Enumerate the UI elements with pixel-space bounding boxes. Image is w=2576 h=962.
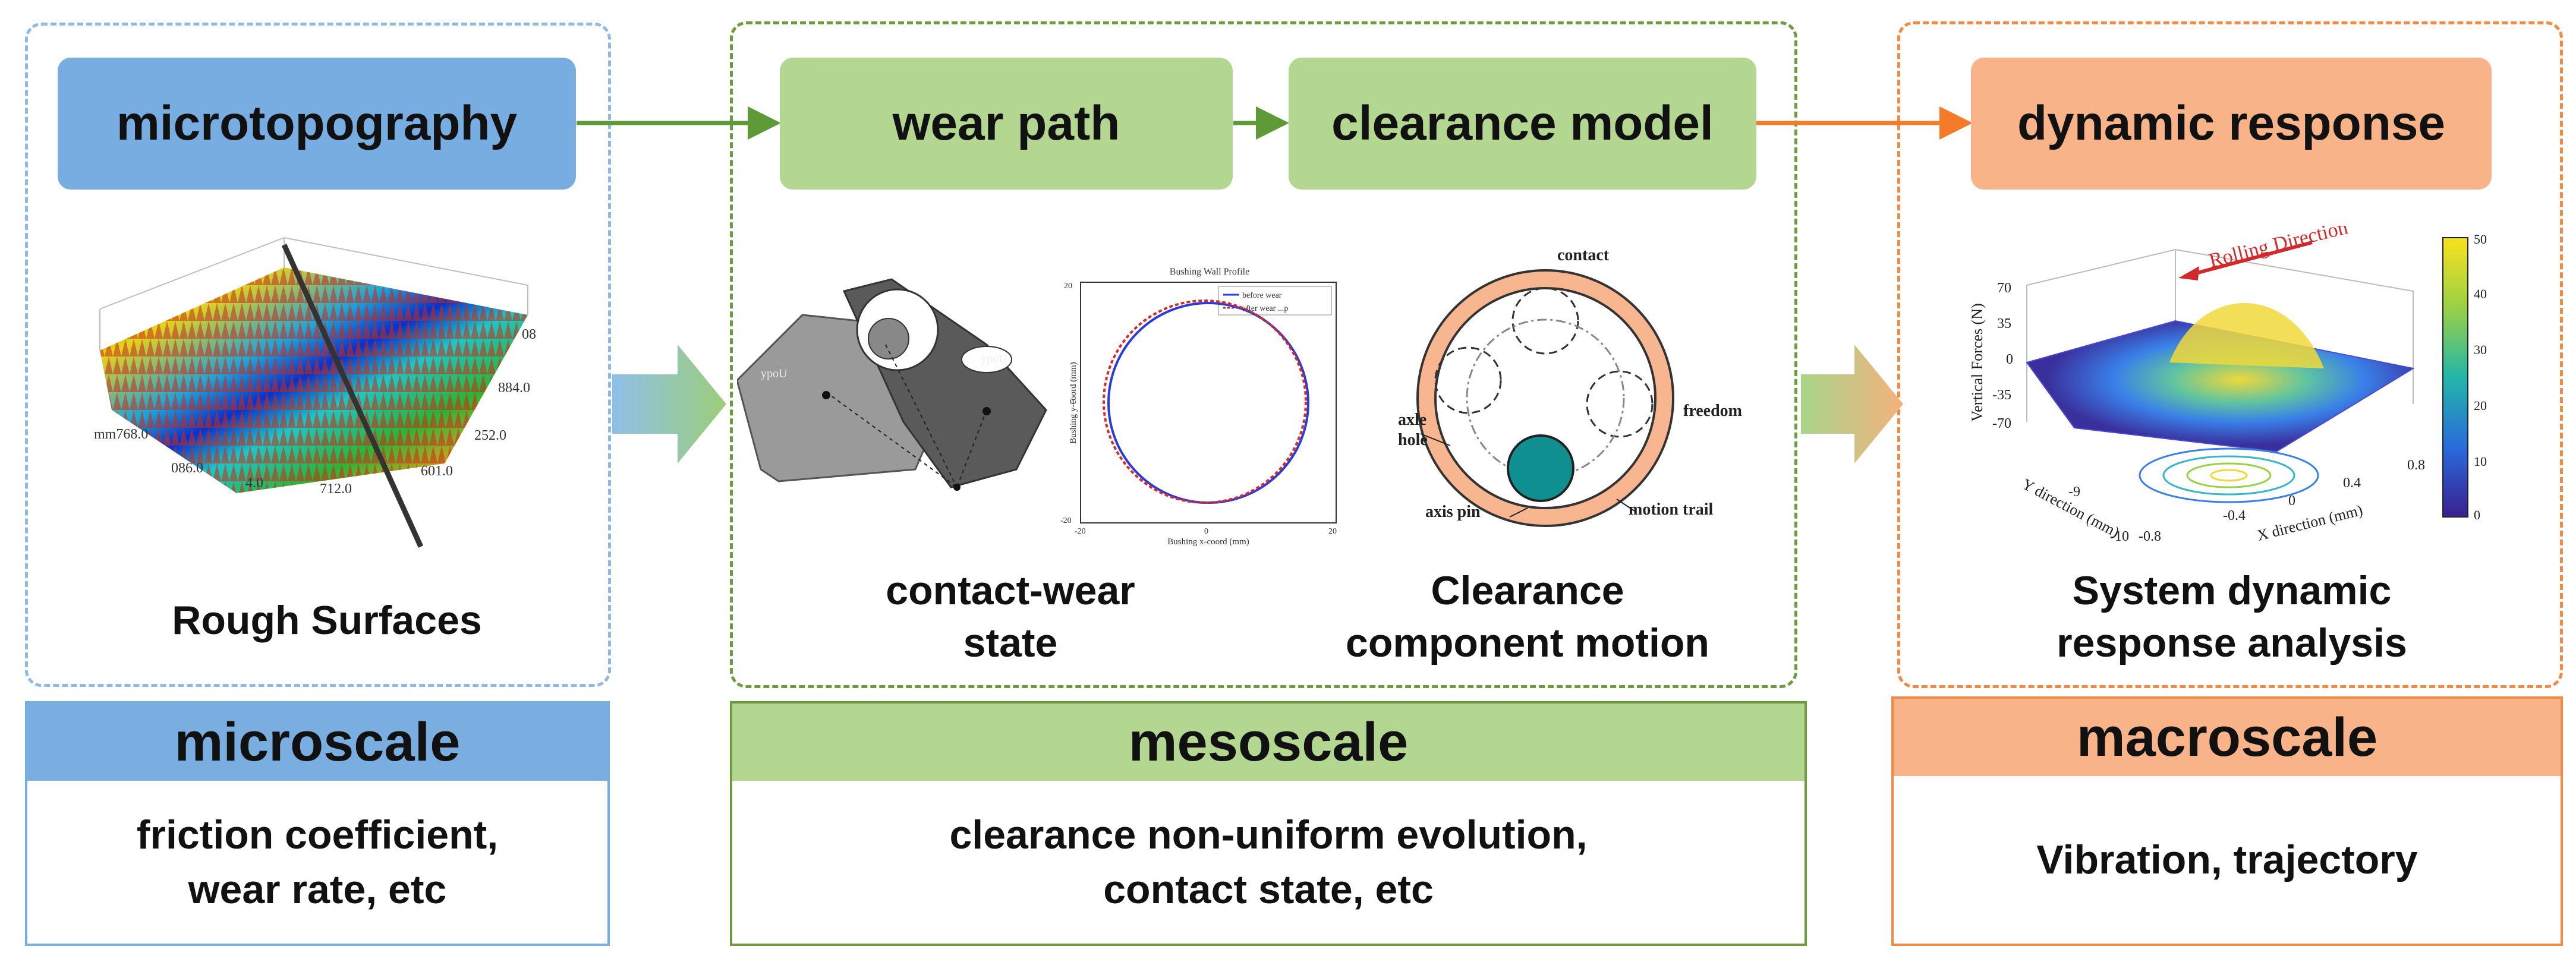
label-axle-hole: axle hole <box>1398 411 1428 449</box>
pin-ghost <box>1511 287 1579 355</box>
surface-label: 884.0 <box>498 380 530 396</box>
surface-label: mm768.0 <box>94 427 148 442</box>
axis-pin <box>1507 434 1574 502</box>
macroscale-region <box>1897 21 2563 688</box>
block-arrow-meso-to-macro <box>1801 345 1903 463</box>
colorbar-tick: 50 <box>2474 232 2487 247</box>
x-tick: -0.4 <box>2223 508 2246 523</box>
surface-label: 086.0 <box>171 461 203 476</box>
clearance-model-box: clearance model <box>1289 58 1756 190</box>
colorbar-tick: 0 <box>2474 507 2480 522</box>
z-tick: -70 <box>1992 416 2011 431</box>
macroscale-header: macroscale <box>1894 699 2561 776</box>
pin-ghost <box>1434 346 1502 414</box>
colorbar-tick: 10 <box>2474 454 2487 469</box>
macroscale-panel: macroscale Vibration, trajectory <box>1891 696 2563 946</box>
legend-before: before wear <box>1242 291 1282 300</box>
label-freedom: freedom <box>1683 402 1742 420</box>
x-tick: 20 <box>1328 527 1337 536</box>
mesoscale-header: mesoscale <box>732 704 1805 781</box>
microscale-header: microscale <box>27 704 607 781</box>
rolling-direction-label: Rolling Direction <box>2207 226 2350 272</box>
x-tick: 0 <box>1204 527 1208 536</box>
microscale-body: friction coefficient, wear rate, etc <box>27 781 607 944</box>
pin-circle <box>868 318 909 359</box>
rolling-arrow <box>2184 241 2313 278</box>
top-connectors <box>577 106 1973 140</box>
z-tick: 0 <box>2006 352 2013 367</box>
surface-texture <box>100 267 528 493</box>
legend-after: after wear ...p <box>1242 304 1288 313</box>
clearance-diagram: contact freedom axis pin motion trail <box>1416 246 1742 527</box>
y-tick: -20 <box>1060 516 1072 525</box>
contact-wear-caption: contact-wear state <box>886 568 1135 665</box>
block-arrow-micro-to-meso <box>612 345 726 463</box>
surface-label: 08 <box>522 327 536 342</box>
x-tick: -20 <box>1075 527 1086 536</box>
z-tick: -35 <box>1992 387 2011 403</box>
mesoscale-region <box>730 21 1797 688</box>
macroscale-body: Vibration, trajectory <box>1894 776 2561 944</box>
contact-wear-sketch: ypoU ypoU <box>737 278 1047 491</box>
force-surface-plot: Rolling Direction 70 35 0 -35 -70 -9 -10… <box>1969 226 2487 544</box>
x-axis-label: Bushing x-coord (mm) <box>1167 537 1249 547</box>
sketch-label: ypoU <box>761 367 788 380</box>
y-tick: -9 <box>2068 484 2080 500</box>
label-motion-trail: motion trail <box>1629 500 1714 519</box>
contour-rings <box>2139 447 2319 503</box>
plot-title: Bushing Wall Profile <box>1170 267 1249 277</box>
slot-right <box>961 346 1012 373</box>
microtopography-box: microtopography <box>58 58 576 190</box>
clearance-motion-caption: Clearance component motion <box>1346 568 1709 665</box>
z-axis-label: Vertical Forces (N) <box>1969 303 1986 421</box>
y-tick: 20 <box>1064 282 1072 291</box>
colorbar-tick: 30 <box>2474 342 2487 357</box>
dynamic-response-box: dynamic response <box>1971 58 2492 190</box>
colorbar <box>2442 237 2468 518</box>
wear-path-box: wear path <box>780 58 1233 190</box>
rough-surfaces-caption: Rough Surfaces <box>172 598 482 643</box>
surface-label: 4.0 <box>245 475 263 491</box>
plot-frame <box>1080 282 1337 523</box>
force-peak <box>2169 303 2324 368</box>
x-tick: 0.8 <box>2407 458 2425 473</box>
sketch-label: ypoU <box>981 352 1007 365</box>
label-axis-pin: axis pin <box>1425 503 1481 521</box>
microscale-region <box>25 23 611 687</box>
surface-label: 712.0 <box>320 481 352 497</box>
y-tick: -10 <box>2110 529 2129 544</box>
after-wear-curve <box>1103 299 1307 504</box>
x-tick: 0 <box>2288 493 2295 509</box>
surface-label: 252.0 <box>474 428 506 443</box>
x-axis-label: X direction (mm) <box>2255 501 2364 544</box>
microscale-panel: microscale friction coefficient, wear ra… <box>25 701 610 946</box>
label-contact: contact <box>1557 246 1610 264</box>
bushing-profile-plot: Bushing Wall Profile before wear after w… <box>1060 267 1337 547</box>
mesoscale-panel: mesoscale clearance non-uniform evolutio… <box>730 701 1807 946</box>
y-tick: 0 <box>1070 398 1074 406</box>
x-tick: -0.8 <box>2139 529 2161 544</box>
colorbar-tick: 20 <box>2474 398 2487 413</box>
mesoscale-body: clearance non-uniform evolution, contact… <box>732 781 1805 944</box>
colorbar-tick: 40 <box>2474 286 2487 301</box>
z-tick: 35 <box>1997 316 2011 332</box>
surface-box-grid <box>99 236 528 351</box>
z-tick: 70 <box>1997 280 2011 296</box>
x-tick: 0.4 <box>2343 475 2361 491</box>
surface-label: 601.0 <box>421 463 453 479</box>
profile-line <box>281 244 424 548</box>
y-axis-label: Bushing y-coord (mm) <box>1069 362 1078 443</box>
block-arrows <box>612 345 1903 463</box>
pin-ghost <box>1586 370 1654 438</box>
rough-surface-image: mm768.0 086.0 4.0 712.0 601.0 252.0 884.… <box>94 236 536 548</box>
system-dynamic-caption: System dynamic response analysis <box>2057 568 2407 665</box>
